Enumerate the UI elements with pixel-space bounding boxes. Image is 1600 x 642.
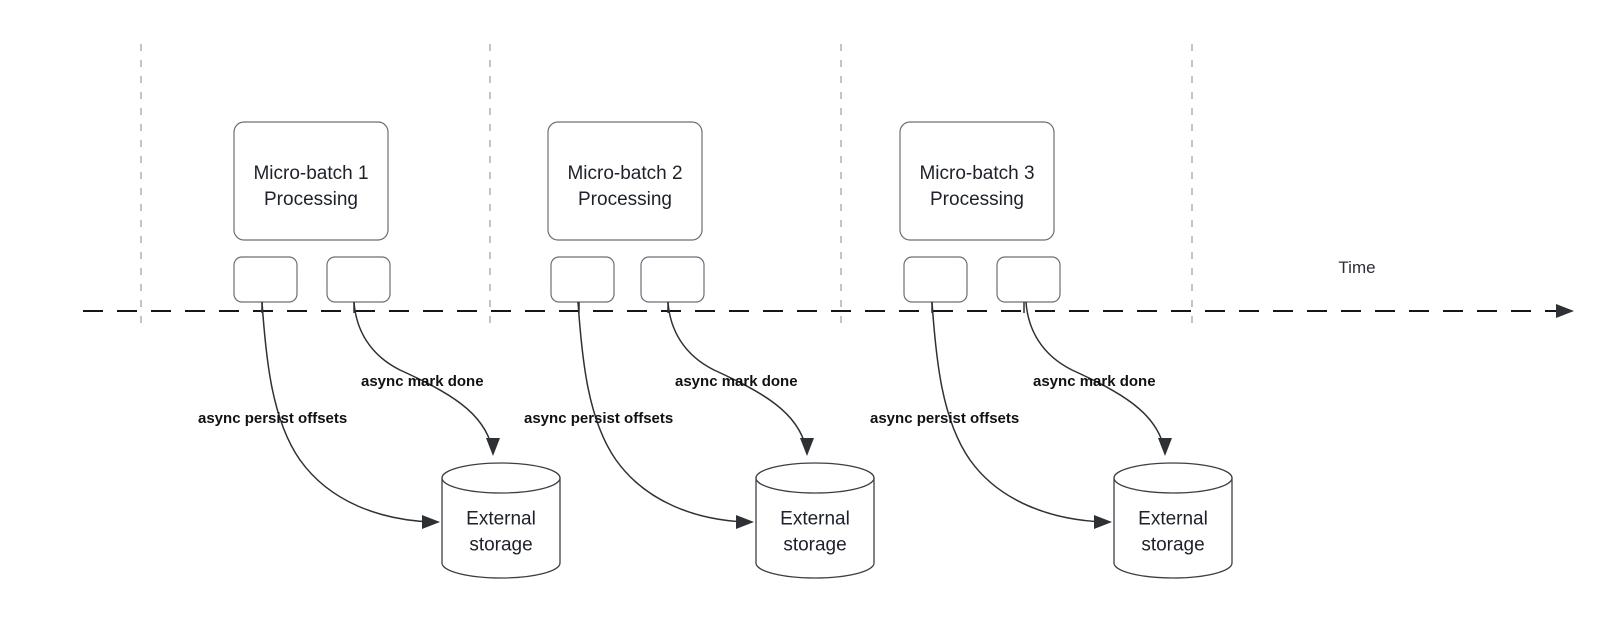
storage-label-line2-2: storage <box>783 535 846 556</box>
time-axis-label-group: Time <box>1338 258 1375 277</box>
edge-label-mark-done-edge-3: async mark done <box>1033 373 1156 390</box>
process-box-label-line1-3: Micro-batch 3 <box>919 163 1034 184</box>
edge-arrow-icon-persist-offsets-edge-2 <box>736 515 754 529</box>
edge-arrow-icon-persist-offsets-edge-1 <box>422 515 440 529</box>
storage-cylinder-body-2[interactable] <box>755 477 875 579</box>
edge-arrow-icon-mark-done-edge-3 <box>1158 438 1172 456</box>
process-box-1[interactable] <box>233 121 389 241</box>
process-box-label-line1-2: Micro-batch 2 <box>567 163 682 184</box>
storage-cylinder-body-3[interactable] <box>1113 477 1233 579</box>
storage-label-line1-1: External <box>466 509 536 530</box>
edge-arrow-icon-mark-done-edge-2 <box>800 438 814 456</box>
edge-label-persist-offsets-edge-1: async persist offsets <box>198 410 347 427</box>
time-axis-label: Time <box>1338 258 1375 277</box>
edge-path-persist-offsets-edge-3 <box>931 301 1105 523</box>
edge-path-mark-done-edge-3 <box>1025 301 1165 449</box>
task-box-persist-task-2[interactable] <box>550 256 615 303</box>
storage-label-line2-3: storage <box>1141 535 1204 556</box>
edge-path-persist-offsets-edge-1 <box>261 301 433 523</box>
edge-arrow-icon-persist-offsets-edge-3 <box>1094 515 1112 529</box>
edge-path-mark-done-edge-1 <box>353 301 493 449</box>
edge-label-mark-done-edge-1: async mark done <box>361 373 484 390</box>
edge-label-mark-done-edge-2: async mark done <box>675 373 798 390</box>
process-box-2[interactable] <box>547 121 703 241</box>
storage-label-line2-1: storage <box>469 535 532 556</box>
task-box-markdone-task-3[interactable] <box>996 256 1061 303</box>
storage-label-line1-3: External <box>1138 509 1208 530</box>
process-box-label-line2-1: Processing <box>264 189 358 210</box>
timeline-axis-group <box>83 304 1574 318</box>
process-box-label-line2-2: Processing <box>578 189 672 210</box>
task-box-persist-task-1[interactable] <box>233 256 298 303</box>
task-box-markdone-task-2[interactable] <box>640 256 705 303</box>
edge-label-persist-offsets-edge-2: async persist offsets <box>524 410 673 427</box>
process-box-3[interactable] <box>899 121 1055 241</box>
edge-path-mark-done-edge-2 <box>667 301 807 449</box>
process-box-label-line2-3: Processing <box>930 189 1024 210</box>
process-box-label-line1-1: Micro-batch 1 <box>253 163 368 184</box>
task-box-markdone-task-1[interactable] <box>326 256 391 303</box>
task-box-persist-task-3[interactable] <box>903 256 968 303</box>
storage-cylinder-top-2 <box>755 462 875 494</box>
storage-cylinder-body-1[interactable] <box>441 477 561 579</box>
edge-path-persist-offsets-edge-2 <box>577 301 747 523</box>
storage-cylinder-top-3 <box>1113 462 1233 494</box>
timeline-arrow-icon <box>1556 304 1574 318</box>
storage-cylinder-top-1 <box>441 462 561 494</box>
edge-arrow-icon-mark-done-edge-1 <box>486 438 500 456</box>
storage-label-line1-2: External <box>780 509 850 530</box>
edge-label-persist-offsets-edge-3: async persist offsets <box>870 410 1019 427</box>
